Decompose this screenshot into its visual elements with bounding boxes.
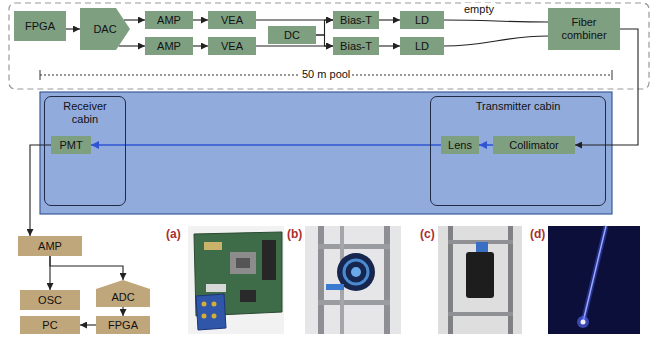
receiver-cabin: Receiver cabinPMT (44, 96, 126, 206)
node-label: DAC (91, 23, 118, 36)
dc-box: DC (268, 26, 316, 44)
node-label: VEA (219, 40, 245, 53)
laser-beam-photo (548, 226, 640, 334)
signal-line (30, 145, 51, 236)
panel-label: (d) (530, 228, 545, 242)
laser-diode-box: LD (400, 11, 444, 29)
transmitter-cabin-photo (305, 226, 401, 334)
pool (40, 92, 612, 214)
node-label: AMP (155, 14, 183, 27)
node-label: PMT (57, 139, 84, 152)
node-label: VEA (219, 14, 245, 27)
cabin-title: Receiver cabin (52, 100, 118, 125)
node-label: AMP (36, 240, 64, 253)
light-beam (91, 144, 441, 146)
signal-line (50, 256, 123, 280)
light-beam (479, 144, 493, 146)
signal-line (316, 20, 333, 35)
signal-line (193, 45, 208, 46)
node-label: AMP (155, 40, 183, 53)
amplifier-box: AMP (145, 37, 193, 55)
bias-tee-box: Bias-T (333, 11, 379, 29)
dac-shape (80, 8, 130, 50)
signal-line (256, 19, 333, 20)
adc-block: ADC (96, 280, 150, 307)
signal-line (444, 20, 548, 22)
fpga-box: FPGA (96, 316, 150, 334)
node-label: Fiber combiner (548, 16, 620, 41)
pc-box: PC (20, 316, 80, 334)
node-label: Lens (446, 139, 474, 152)
node-label: Bias-T (338, 14, 374, 27)
signal-line (316, 35, 333, 46)
dac-block: DAC (80, 8, 130, 50)
dimension-tick (612, 70, 613, 80)
node-label: FPGA (106, 319, 140, 332)
node-label: DC (282, 29, 302, 42)
dimension-label: 50 m pool (300, 68, 352, 81)
pmt-box: PMT (51, 136, 91, 154)
signal-line (124, 19, 145, 20)
dimension-tick (40, 70, 41, 80)
panel-label: (c) (420, 228, 435, 242)
amplifier-box: AMP (145, 11, 193, 29)
node-label: Bias-T (338, 40, 374, 53)
signal-line (379, 45, 400, 46)
fpga-box: FPGA (14, 11, 66, 41)
signal-line (66, 28, 80, 29)
adc-shape (96, 280, 150, 307)
node-label: Collimator (507, 139, 561, 152)
signal-line (444, 36, 548, 46)
node-label: OSC (36, 294, 64, 307)
lens-box: Lens (441, 136, 479, 154)
signal-line (119, 45, 145, 46)
collimator-box: Collimator (493, 136, 575, 154)
fpga-board-photo (188, 226, 284, 334)
node-label: LD (413, 14, 431, 27)
laser-diode-box: LD (400, 37, 444, 55)
annotation: empty (462, 3, 496, 16)
signal-line (193, 19, 208, 20)
vea-box: VEA (208, 37, 256, 55)
cabin-title: Transmitter cabin (474, 100, 563, 113)
signal-line (256, 45, 333, 46)
panel-label: (b) (287, 228, 302, 242)
receiver-cabin-photo (438, 226, 522, 334)
node-label: PC (40, 319, 59, 332)
node-label: ADC (109, 291, 136, 304)
panel-label: (a) (166, 228, 181, 242)
transmitter-cabin: Transmitter cabinLens Collimator (430, 96, 606, 206)
node-label: FPGA (23, 20, 57, 33)
amplifier-box: AMP (18, 236, 82, 256)
signal-line (379, 19, 400, 20)
transmitter-enclosure (9, 3, 649, 89)
fiber-combiner-box: Fiber combiner (548, 8, 620, 50)
bias-tee-box: Bias-T (333, 37, 379, 55)
node-label: LD (413, 40, 431, 53)
signal-line (80, 324, 96, 325)
oscilloscope-box: OSC (20, 290, 80, 310)
vea-box: VEA (208, 11, 256, 29)
signal-line (122, 307, 123, 316)
